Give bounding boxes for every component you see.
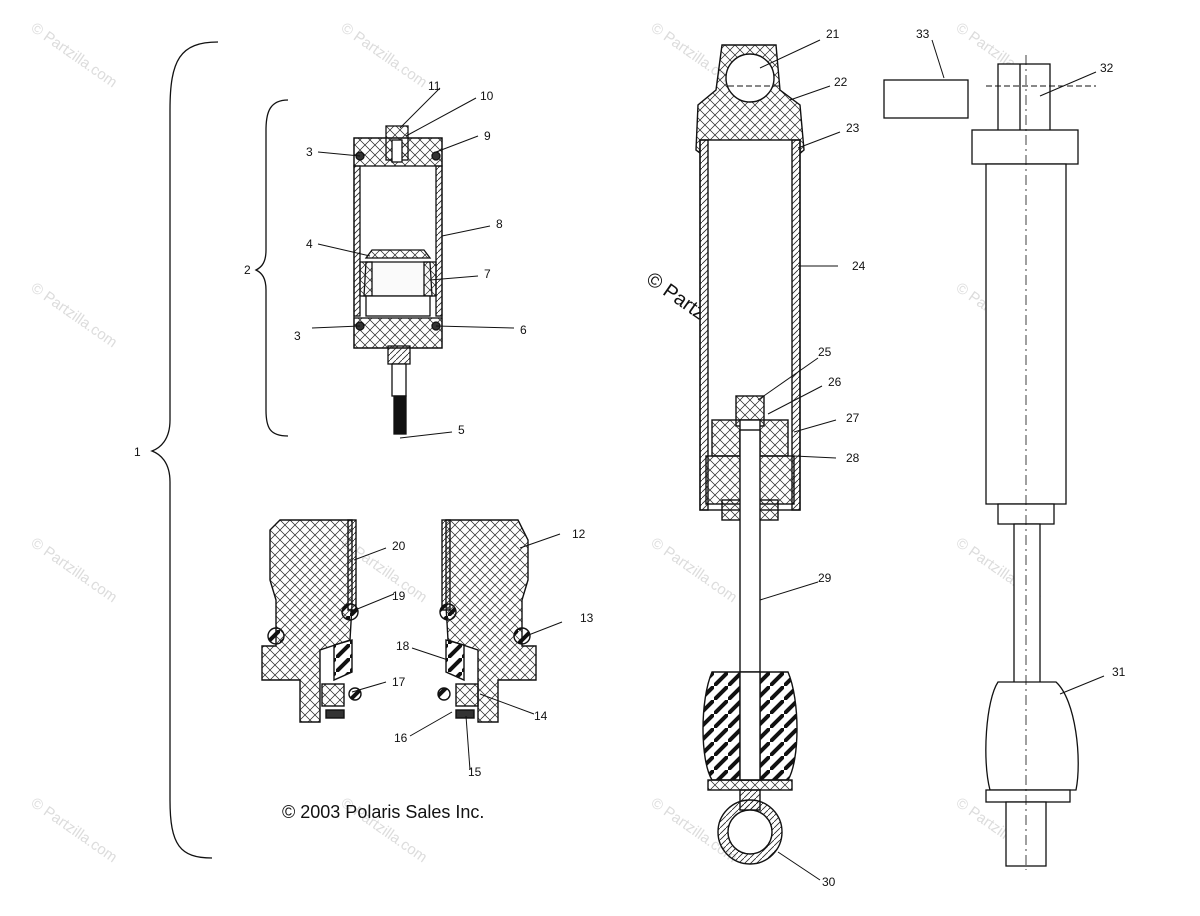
watermark-text: © Partzilla.com xyxy=(648,534,741,606)
watermark-text: © Partzilla.com xyxy=(28,19,121,91)
callout-3-lower: 3 xyxy=(294,329,301,343)
callout-3: 3 xyxy=(306,145,313,159)
callout-9: 9 xyxy=(484,129,491,143)
callout-8: 8 xyxy=(496,217,503,231)
callout-4: 4 xyxy=(306,237,313,251)
callout-11: 11 xyxy=(428,79,441,93)
callout-24: 24 xyxy=(852,259,866,273)
callout-6: 6 xyxy=(520,323,527,337)
callout-31: 31 xyxy=(1112,665,1126,679)
callout-25: 25 xyxy=(818,345,832,359)
callout-32: 32 xyxy=(1100,61,1114,75)
callout-2: 2 xyxy=(244,263,251,277)
copyright-text: © 2003 Polaris Sales Inc. xyxy=(282,802,484,822)
callout-23: 23 xyxy=(846,121,860,135)
callout-20: 20 xyxy=(392,539,406,553)
watermark-text: © Partzilla.com xyxy=(28,534,121,606)
bracket-2 xyxy=(254,99,289,437)
callout-19: 19 xyxy=(392,589,406,603)
watermark-text: © Partzilla.com xyxy=(28,794,121,866)
callout-14: 14 xyxy=(534,709,548,723)
callout-21: 21 xyxy=(826,27,840,41)
watermark-text: © Partzilla.com xyxy=(338,19,431,91)
callout-33: 33 xyxy=(916,27,930,41)
brackets xyxy=(150,41,289,859)
callout-17: 17 xyxy=(392,675,406,689)
callout-12: 12 xyxy=(572,527,586,541)
reservoir-assembly xyxy=(353,125,443,435)
callouts: 1 2 3 3 4 5 6 7 8 9 10 11 12 13 14 15 16… xyxy=(134,27,1126,889)
callout-7: 7 xyxy=(484,267,491,281)
callout-1: 1 xyxy=(134,445,141,459)
leader-lines xyxy=(311,39,1105,881)
callout-26: 26 xyxy=(828,375,842,389)
shock-section xyxy=(695,44,805,865)
watermarks: © Partzilla.com © Partzilla.com © Partzi… xyxy=(28,19,1046,866)
callout-18: 18 xyxy=(396,639,410,653)
detail-cross-section xyxy=(261,519,537,723)
callout-22: 22 xyxy=(834,75,848,89)
shock-exterior xyxy=(883,55,1079,870)
callout-27: 27 xyxy=(846,411,860,425)
callout-16: 16 xyxy=(394,731,408,745)
callout-15: 15 xyxy=(468,765,482,779)
callout-10: 10 xyxy=(480,89,494,103)
callout-30: 30 xyxy=(822,875,836,889)
watermark-text: © Partzilla.com xyxy=(28,279,121,351)
callout-13: 13 xyxy=(580,611,594,625)
callout-28: 28 xyxy=(846,451,860,465)
callout-29: 29 xyxy=(818,571,832,585)
callout-5: 5 xyxy=(458,423,465,437)
bracket-1 xyxy=(150,41,219,859)
